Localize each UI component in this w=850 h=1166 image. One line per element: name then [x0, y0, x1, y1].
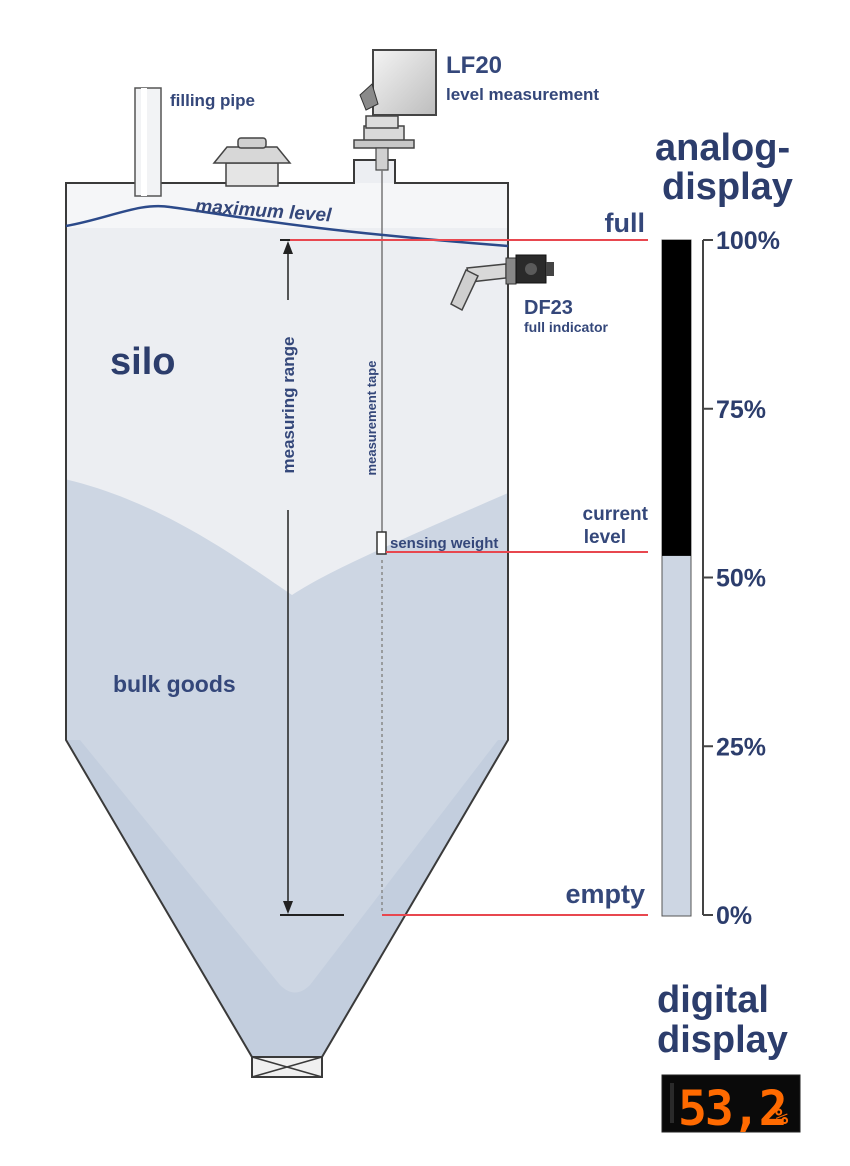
- analog-display: 100% 75% 50% 25% 0%: [661, 227, 780, 930]
- silo-outline: [65, 159, 509, 1058]
- df23-model-label: DF23: [524, 297, 573, 319]
- full-label: full: [605, 208, 646, 238]
- lf20-model-label: LF20: [446, 52, 502, 79]
- current-level-label-2: level: [584, 527, 626, 548]
- filling-pipe: [134, 87, 162, 197]
- cone-shading: [66, 740, 508, 1057]
- digital-value: 53,2: [678, 1081, 786, 1137]
- current-level-label-1: current: [583, 504, 649, 525]
- empty-label: empty: [565, 879, 645, 909]
- analog-scale: 100% 75% 50% 25% 0%: [702, 227, 780, 930]
- analog-display-title-1: analog-: [655, 127, 790, 169]
- digital-display-panel: 53,2 %: [661, 1074, 801, 1137]
- scale-tick-label: 0%: [716, 902, 752, 930]
- sensing-weight-icon: [376, 531, 387, 555]
- bulk-goods-label: bulk goods: [113, 671, 236, 697]
- silo-label: silo: [110, 341, 175, 383]
- filling-pipe-label: filling pipe: [170, 91, 255, 110]
- analog-display-title-2: display: [662, 166, 793, 208]
- bottom-outlet: [251, 1056, 323, 1078]
- measurement-tape-label: measurement tape: [364, 361, 379, 476]
- digital-display-title-1: digital: [657, 979, 769, 1021]
- measuring-range-label: measuring range: [279, 337, 298, 474]
- df23-indicator: [450, 254, 554, 312]
- analog-bar-empty-portion: [662, 240, 691, 556]
- scale-tick-label: 50%: [716, 565, 766, 593]
- maximum-level-line: [65, 204, 509, 248]
- scale-tick-label: 75%: [716, 396, 766, 424]
- digital-display-title-2: display: [657, 1019, 788, 1061]
- df23-desc-label: full indicator: [524, 319, 609, 335]
- sensing-weight-label: sensing weight: [390, 535, 498, 552]
- lf20-desc-label: level measurement: [446, 85, 599, 104]
- scale-tick-label: 100%: [716, 227, 780, 255]
- roof-band: [66, 183, 508, 228]
- lf20-sensor: [353, 49, 437, 171]
- roof-vent: [212, 137, 292, 187]
- digital-unit: %: [775, 1105, 789, 1130]
- scale-tick-label: 25%: [716, 733, 766, 761]
